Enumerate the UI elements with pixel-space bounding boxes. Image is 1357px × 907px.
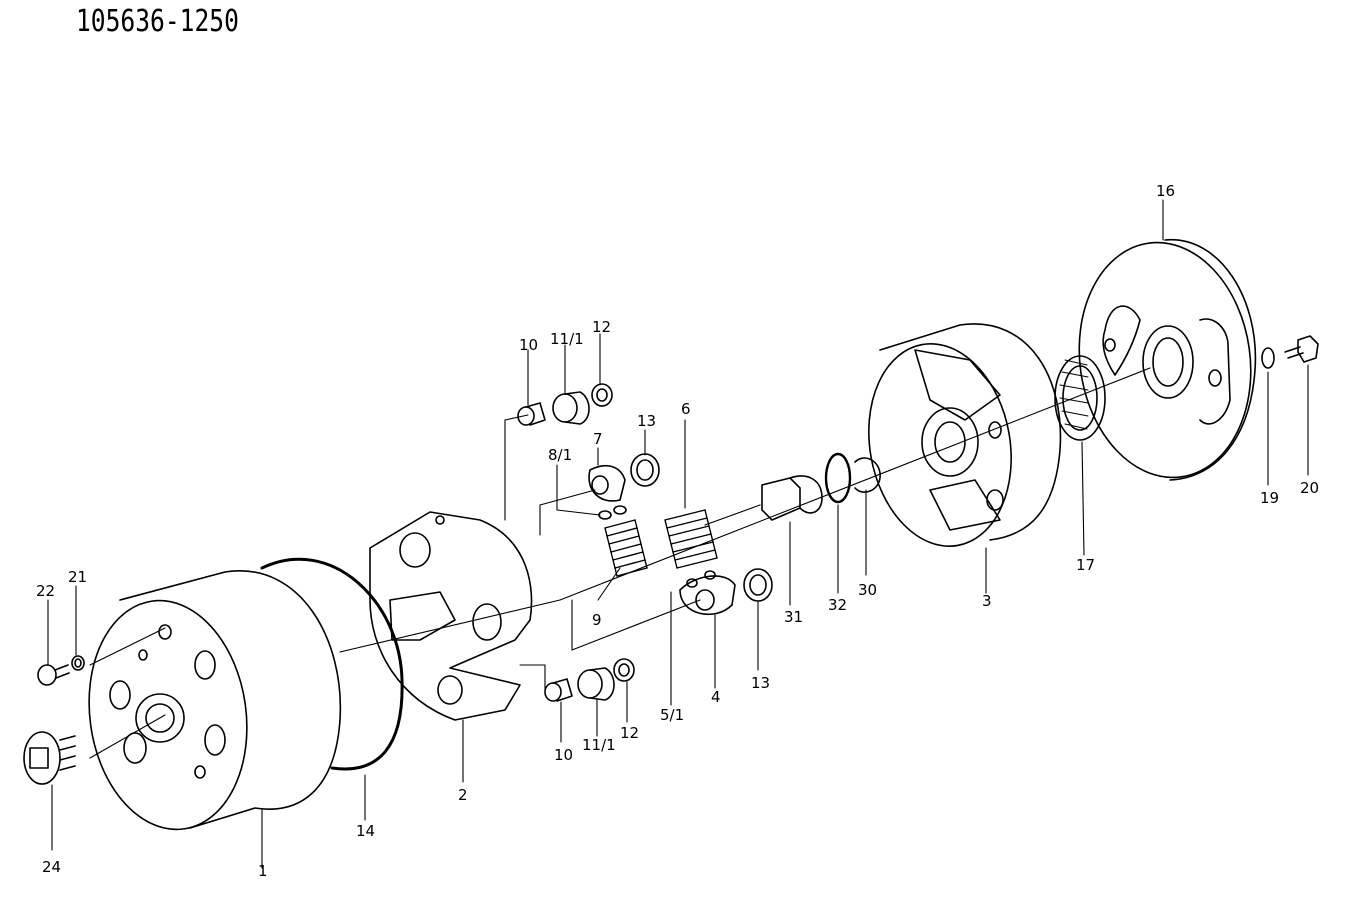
callout-14: 14 (356, 822, 375, 840)
callout-8-1: 8/1 (548, 446, 572, 464)
axis-lines (89, 367, 1151, 759)
callout-11-1-bottom: 11/1 (582, 736, 616, 754)
callout-3: 3 (982, 592, 992, 610)
part-16-cover (1078, 239, 1257, 481)
parts-7-13-8 (588, 453, 660, 520)
callout-20: 20 (1300, 479, 1319, 497)
parts-10-11-12-top (517, 383, 613, 426)
callout-30: 30 (858, 581, 877, 599)
callout-1: 1 (258, 862, 268, 880)
spring-6 (664, 509, 718, 569)
callout-24: 24 (42, 858, 61, 876)
parts-21-22-24 (23, 655, 85, 785)
callout-10-bottom: 10 (554, 746, 573, 764)
callout-11-1-top: 11/1 (550, 330, 584, 348)
callout-2: 2 (458, 786, 468, 804)
callout-labels: 16 19 20 17 3 30 32 31 13 4 5/1 6 7 13 8… (36, 182, 1319, 880)
callout-7: 7 (593, 430, 603, 448)
part-2-hub (369, 511, 533, 721)
callout-12-top: 12 (592, 318, 611, 336)
callout-12-bottom: 12 (620, 724, 639, 742)
drawing-number: 105636-1250 (76, 4, 239, 39)
callout-16: 16 (1156, 182, 1175, 200)
part-3-carrier (868, 323, 1062, 547)
callout-9: 9 (592, 611, 602, 629)
callout-32: 32 (828, 596, 847, 614)
callout-4: 4 (711, 688, 721, 706)
callout-31: 31 (784, 608, 803, 626)
parts-10-11-12-bottom (544, 658, 635, 702)
callout-19: 19 (1260, 489, 1279, 507)
callout-5-1: 5/1 (660, 706, 684, 724)
callout-6: 6 (681, 400, 691, 418)
callout-21: 21 (68, 568, 87, 586)
part-14-ring (260, 557, 404, 771)
callout-13-bottom: 13 (751, 674, 770, 692)
parts-31-32-30 (761, 452, 881, 521)
callout-13-top: 13 (637, 412, 656, 430)
leader-lines (47, 199, 1309, 869)
part-1-housing (88, 570, 342, 831)
callout-22: 22 (36, 582, 55, 600)
parts-19-20 (1261, 335, 1319, 369)
callout-17: 17 (1076, 556, 1095, 574)
parts-4-5-13 (679, 568, 773, 616)
spring-9 (604, 519, 648, 577)
callout-10-top: 10 (519, 336, 538, 354)
